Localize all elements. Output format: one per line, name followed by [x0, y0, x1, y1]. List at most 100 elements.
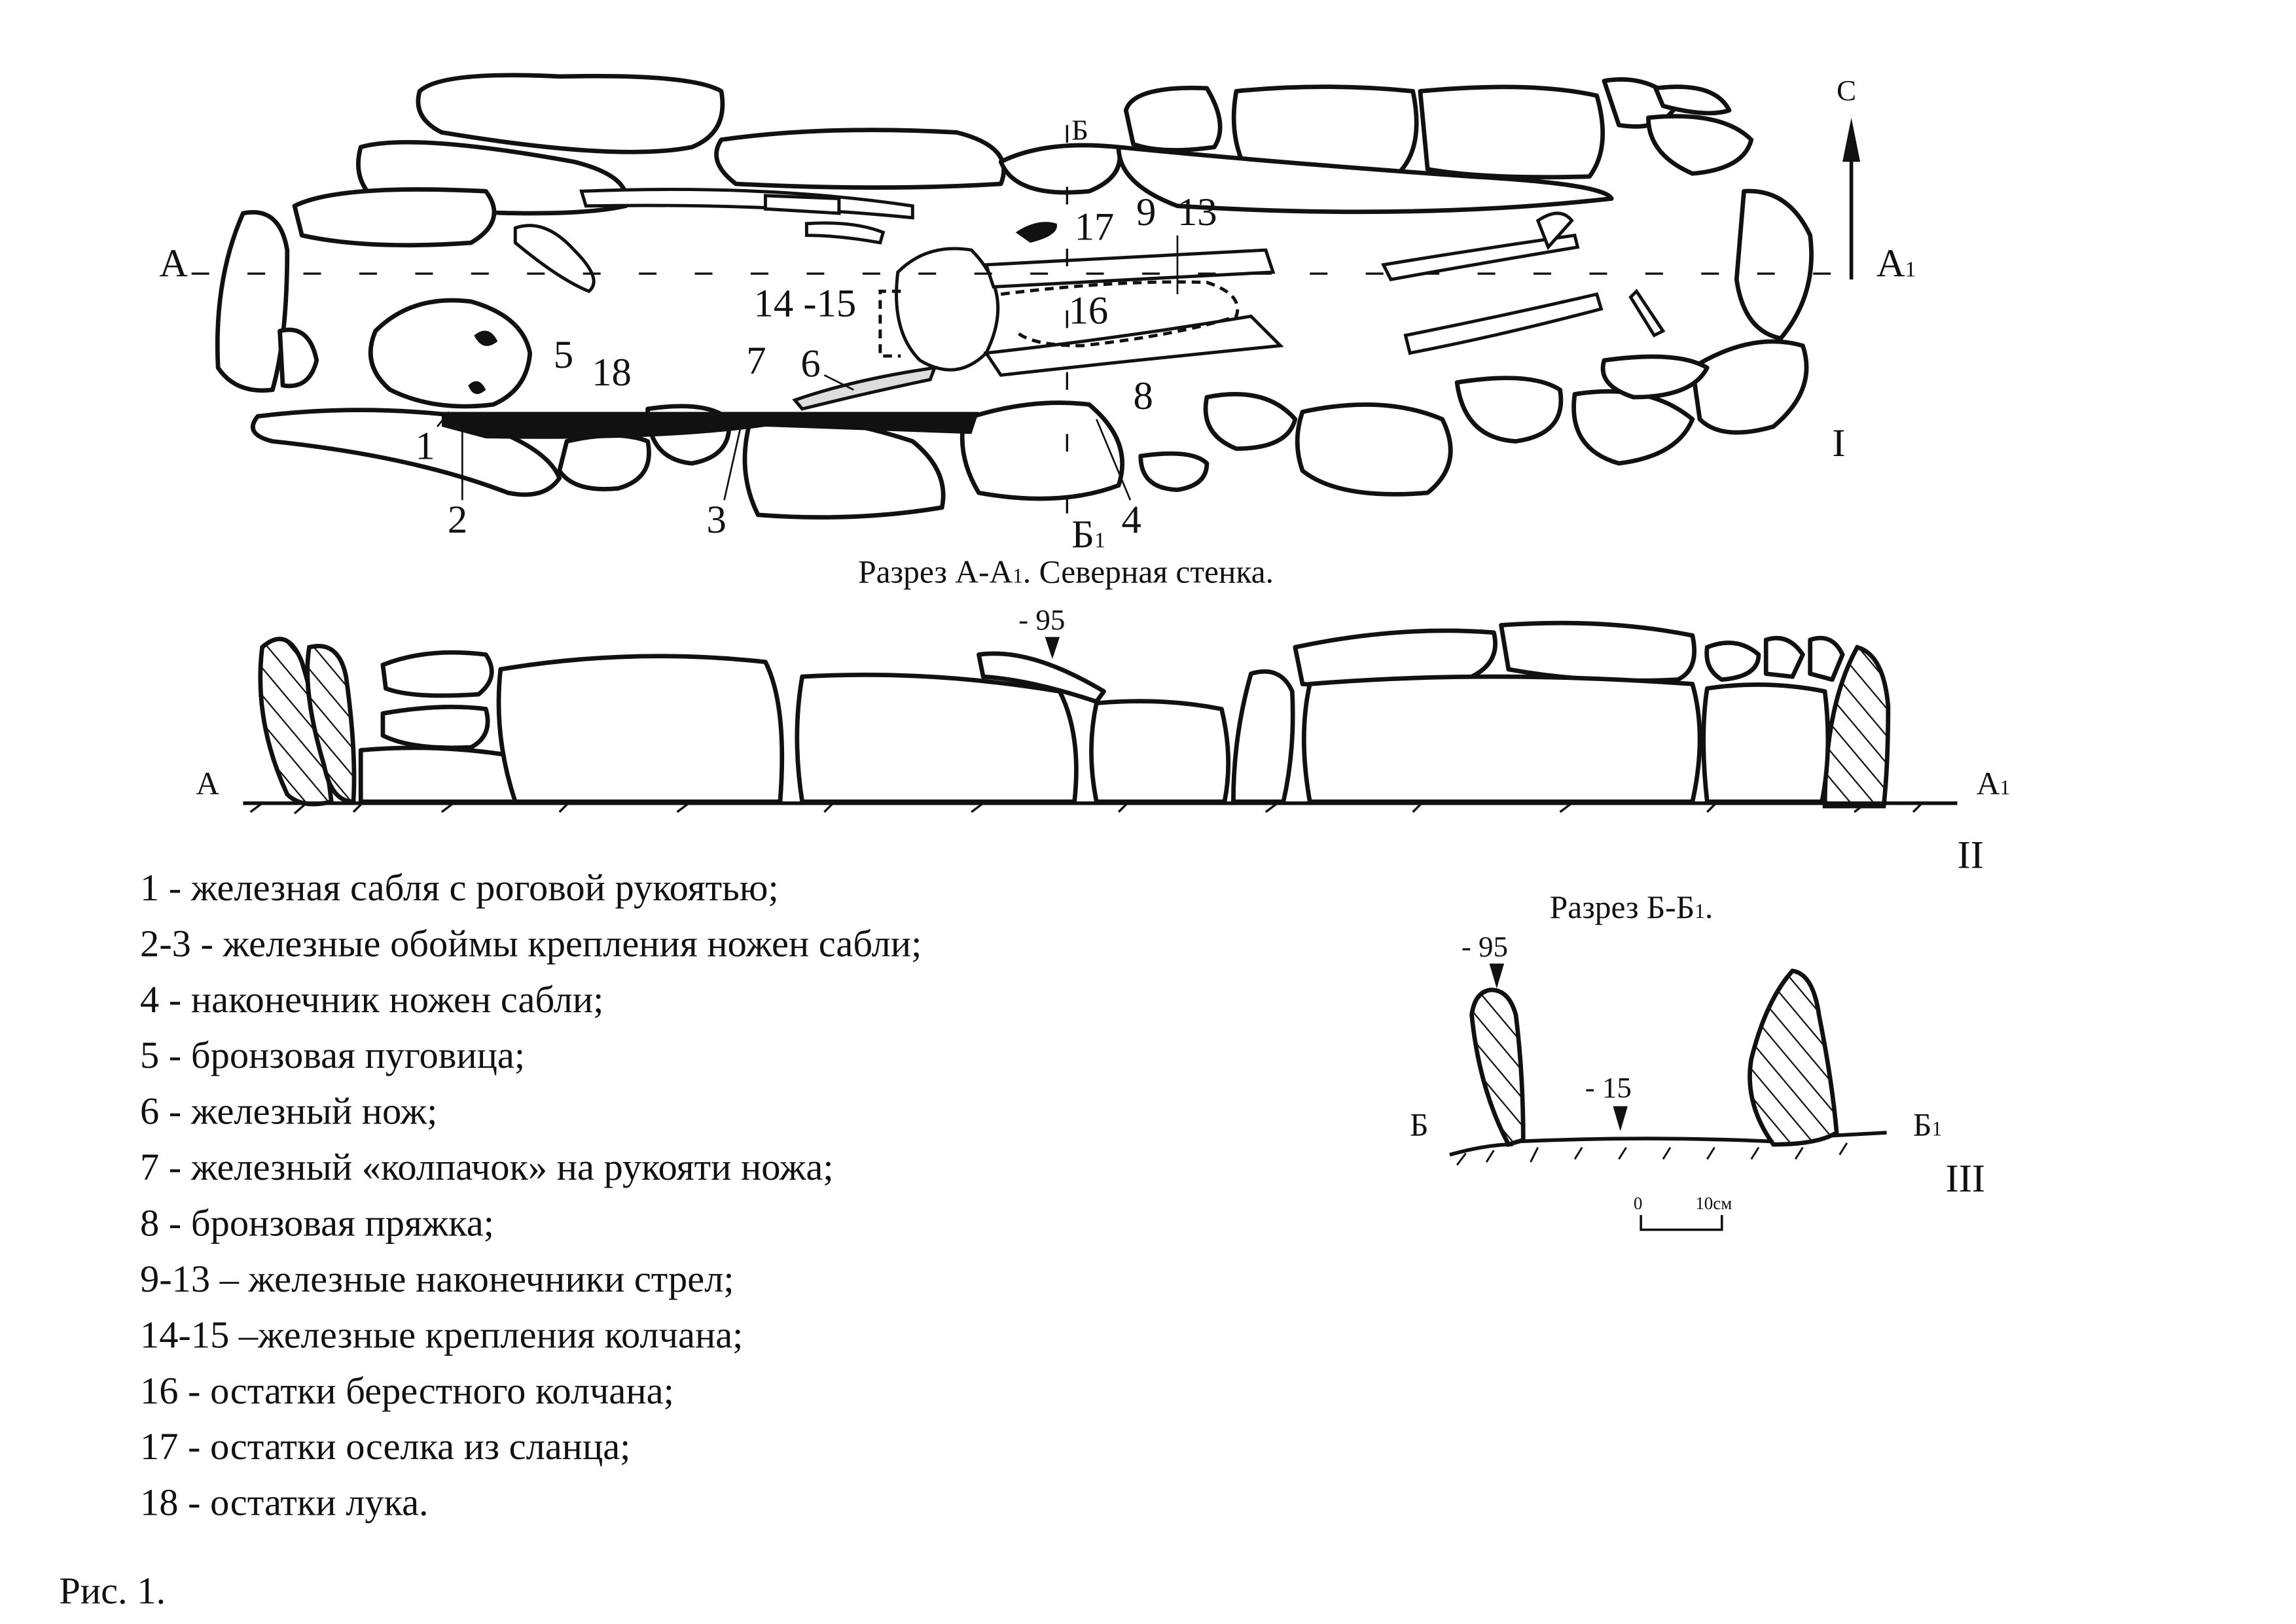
section-bb-drawing: Разрез Б-Б1. - 95 - 15 Б Б1 III 0 10см: [1410, 889, 1985, 1231]
stone: [496, 654, 785, 804]
depth-marker: [1613, 1106, 1628, 1131]
whetstone: [1015, 222, 1058, 243]
stone: [1203, 392, 1298, 451]
legend-item: 9-13 – железные наконечники стрел;: [140, 1258, 734, 1300]
section-b-label: Б: [1410, 1107, 1428, 1143]
stone: [1571, 389, 1695, 466]
stone: [1454, 376, 1564, 444]
hatched-stone: [1822, 644, 1891, 809]
stone: [1808, 635, 1845, 682]
stone: [416, 73, 725, 154]
legend-item: 16 - остатки берестного колчана;: [140, 1369, 674, 1412]
section-a-label: А: [196, 766, 219, 802]
depth-top-label: - 95: [1462, 930, 1508, 962]
stone: [1600, 354, 1710, 400]
saber-blade: [441, 412, 979, 439]
stone: [1123, 86, 1223, 152]
legend-item: 8 - бронзовая пряжка;: [140, 1201, 494, 1244]
stone: [1653, 84, 1732, 116]
stone: [1231, 669, 1295, 804]
stone: [998, 143, 1122, 195]
legend-item: 6 - железный нож;: [140, 1090, 437, 1133]
stone: [1701, 682, 1831, 804]
stone: [1295, 402, 1453, 497]
stone: [1138, 451, 1210, 493]
section-a-label: А: [159, 242, 188, 286]
section-aa-drawing: - 95 А А1 II: [196, 603, 2010, 877]
legend-item: 5 - бронзовая пуговица;: [140, 1034, 525, 1076]
stone: [977, 651, 1106, 704]
stone: [960, 400, 1124, 501]
item-label-3: 3: [707, 498, 726, 542]
item-label-18: 18: [592, 351, 632, 395]
item-label-17: 17: [1075, 205, 1115, 249]
item-label-14-15: 14 -15: [753, 281, 856, 325]
stone: [1301, 674, 1702, 804]
bone: [1628, 289, 1666, 338]
floor-line: [1449, 1131, 1887, 1157]
item-label-7: 7: [746, 339, 766, 383]
stone: [1704, 640, 1761, 682]
item-label-1: 1: [415, 424, 435, 468]
skull: [368, 298, 533, 409]
item-label-13: 13: [1177, 190, 1217, 234]
legend-item: 17 - остатки оселка из сланца;: [140, 1425, 630, 1468]
femur: [984, 248, 1276, 289]
skull-feature: [468, 330, 498, 395]
depth-marker: [1045, 637, 1060, 660]
section-b1-label: Б1: [1913, 1107, 1942, 1143]
stone: [380, 650, 494, 698]
plan-roman-numeral: I: [1832, 421, 1845, 465]
stone: [1690, 339, 1809, 435]
legend-item: 2-3 - железные обоймы крепления ножен са…: [140, 922, 922, 964]
item-label-9: 9: [1136, 190, 1156, 234]
north-label: С: [1837, 74, 1856, 107]
legend-item: 1 - железная сабля с роговой рукоятью;: [140, 866, 779, 909]
stone: [358, 745, 528, 804]
stone: [1734, 188, 1814, 341]
bone: [763, 194, 841, 215]
stone: [714, 128, 1006, 190]
section-b1-label: Б1: [1071, 512, 1105, 556]
stone: [795, 672, 1079, 804]
stone: [380, 704, 490, 750]
stone: [215, 210, 290, 393]
bone: [1535, 211, 1574, 251]
stone: [1116, 145, 1614, 215]
quiver-outline: [1000, 280, 1240, 347]
knife: [792, 365, 937, 411]
section-aa-caption: Разрез А-А1. Северная стенка.: [858, 554, 1274, 590]
legend-item: 4 - наконечник ножен сабли;: [140, 978, 603, 1021]
pelvis: [895, 247, 1000, 372]
bone: [513, 224, 596, 293]
legend-item: 7 - железный «колпачок» на рукояти ножа;: [140, 1146, 834, 1188]
depth-label: - 95: [1018, 603, 1065, 636]
bone: [804, 221, 886, 245]
depth-floor-label: - 15: [1585, 1071, 1632, 1104]
bone: [1403, 292, 1604, 355]
leader-lines: [437, 235, 1179, 501]
hatched-stone: [1469, 987, 1526, 1148]
item-label-5: 5: [554, 333, 573, 377]
section-a1-label: А1: [1876, 242, 1916, 286]
depth-marker: [1489, 963, 1505, 989]
legend: 1 - железная сабля с роговой рукоятью; 2…: [140, 866, 922, 1524]
item-label-8: 8: [1134, 374, 1153, 418]
figure-caption: Рис. 1.: [59, 1570, 166, 1612]
item-label-4: 4: [1122, 498, 1141, 542]
legend-item: 14-15 –железные крепления колчана;: [140, 1313, 743, 1356]
item-label-6: 6: [800, 342, 820, 386]
scale-start-label: 0: [1634, 1193, 1642, 1213]
quiver-fitting-outline: [878, 289, 901, 358]
item-label-16: 16: [1069, 289, 1109, 333]
stone: [557, 433, 651, 491]
grave-plan: С А А1 Б Б1 I 1 2 3 4 5 6 7 8 9 13 14 -1…: [159, 73, 1916, 556]
hatched-stone: [1748, 968, 1839, 1147]
scale-end-label: 10см: [1695, 1193, 1732, 1213]
item-label-2: 2: [448, 498, 467, 542]
ground-hatching: [1456, 1142, 1848, 1166]
femur: [983, 314, 1284, 377]
stone: [1089, 699, 1231, 804]
north-arrow-head: [1842, 117, 1861, 162]
